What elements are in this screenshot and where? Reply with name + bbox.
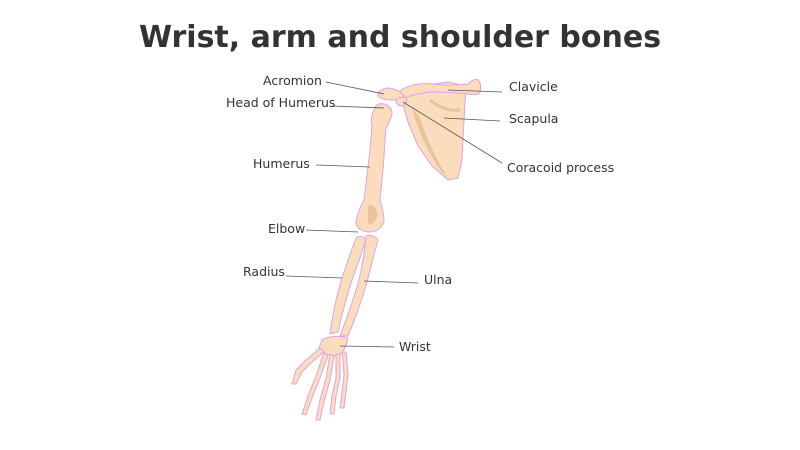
- label-ulna: Ulna: [424, 272, 453, 287]
- diagram-title: Wrist, arm and shoulder bones: [138, 20, 662, 55]
- humerus-bone: [355, 103, 393, 233]
- label-head-of-humerus: Head of Humerus: [226, 95, 336, 110]
- leader-scapula: [443, 117, 501, 122]
- finger-3: [315, 353, 335, 421]
- label-elbow: Elbow: [268, 221, 306, 236]
- label-humerus: Humerus: [253, 156, 310, 171]
- label-acromion: Acromion: [263, 73, 322, 88]
- finger-2: [301, 351, 329, 416]
- leader-head-of-humerus: [331, 105, 385, 109]
- leader-lines: [285, 81, 503, 348]
- label-clavicle: Clavicle: [509, 79, 558, 94]
- leader-wrist: [339, 345, 395, 348]
- leader-elbow: [305, 229, 359, 233]
- label-coracoid-process: Coracoid process: [507, 160, 615, 175]
- leader-coracoid: [402, 101, 503, 164]
- leader-radius: [285, 275, 343, 279]
- scapula-bone: [401, 81, 467, 181]
- label-wrist: Wrist: [399, 339, 431, 354]
- finger-4: [329, 353, 341, 415]
- coracoid-bone: [395, 96, 407, 107]
- leader-acromion: [325, 81, 385, 95]
- finger-5: [339, 351, 349, 409]
- leader-humerus: [315, 164, 371, 168]
- label-radius: Radius: [243, 264, 285, 279]
- leader-ulna: [363, 280, 419, 284]
- leader-clavicle: [447, 89, 503, 93]
- acromion-bone: [377, 87, 405, 101]
- label-scapula: Scapula: [509, 111, 559, 126]
- finger-1: [291, 347, 325, 385]
- ulna-bone: [339, 235, 379, 337]
- clavicle-bone: [397, 79, 482, 99]
